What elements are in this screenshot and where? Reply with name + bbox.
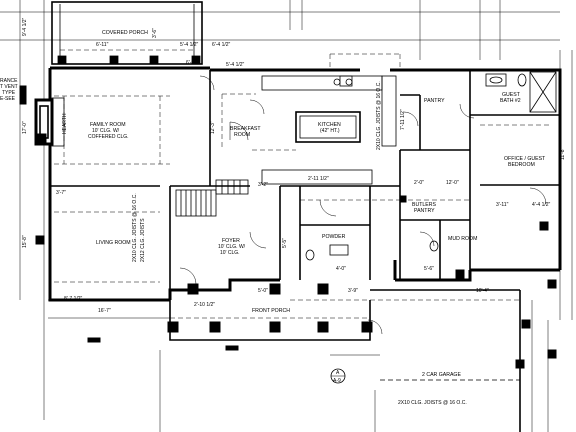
bath-fixtures (305, 71, 557, 261)
dim-5: 17'-0" (22, 121, 28, 134)
covered-porch (51, 1, 203, 65)
label-foyer-note-1: 10' CLG. W/ (218, 244, 246, 250)
dim-14: 3'-9" (348, 288, 358, 294)
dim-22: 3'-2" (258, 182, 268, 188)
section-ref: A (336, 370, 340, 376)
section-marker: A A-9 (330, 368, 346, 384)
label-powder: POWDER (322, 234, 346, 240)
notes: 2X10 CLG. JOISTS @ 16 O.C. 2X10 CLG. JOI… (0, 78, 467, 406)
dim-3: 5'-4 1/2" (180, 42, 199, 48)
label-guest-bath-2: BATH #2 (500, 98, 521, 104)
note-left-2: T VENT (0, 84, 18, 90)
label-family-room: FAMILY ROOM (90, 122, 126, 128)
dim-1: 9'-4 1/2" (22, 17, 28, 36)
dim-15: 10'-4" (476, 288, 489, 294)
dim-12: 2'-10 1/2" (194, 302, 215, 308)
note-left-4: E-SEE (0, 96, 16, 102)
dim-20: 12'-0" (446, 180, 459, 186)
label-garage: 2 CAR GARAGE (422, 372, 461, 378)
room-labels: COVERED PORCH FAMILY ROOM 10' CLG. W/ CO… (62, 30, 546, 378)
dim-11: 8'-7 1/2" (64, 296, 83, 302)
dim-25: 6'-6" (186, 60, 196, 66)
label-breakfast-2: ROOM (234, 132, 250, 138)
label-family-room-note-2: COFFERED CLG. (88, 134, 129, 140)
label-covered-porch: COVERED PORCH (102, 30, 148, 36)
dim-23: 2'-11 1/2" (308, 176, 329, 182)
label-pantry: PANTRY (424, 98, 445, 104)
dim-7: 5'-4 1/2" (226, 62, 245, 68)
dim-8: 3'-7" (56, 190, 66, 196)
note-living-joists: 2X10 CLG. JOISTS @ 16 O.C. (132, 193, 138, 262)
label-office-guest-2: BEDROOM (508, 162, 535, 168)
label-hearth: HEARTH (62, 113, 68, 134)
label-breakfast: BREAKFAST (230, 126, 261, 132)
dim-9: 15'-8" (22, 235, 28, 248)
label-kitchen: KITCHEN (318, 122, 341, 128)
dim-6: 12'-3" (210, 121, 216, 134)
label-kitchen-note: (42" HT.) (320, 128, 340, 134)
dim-13: 5'-0" (258, 288, 268, 294)
front-porch (87, 283, 373, 351)
dim-19: 2'-0" (414, 180, 424, 186)
dim-24: 4'-0" (336, 266, 346, 272)
label-family-room-note-1: 10' CLG. W/ (92, 128, 120, 134)
note-garage-joists: 2X10 CLG. JOISTS @ 16 O.C. (398, 400, 467, 406)
label-foyer-note-2: 10' CLG. (220, 250, 240, 256)
dim-17: 3'-11" (496, 202, 509, 208)
label-foyer: FOYER (222, 238, 240, 244)
dim-16: 11'-8" (560, 147, 566, 160)
label-front-porch: FRONT PORCH (252, 308, 290, 314)
dim-10: 16'-7" (98, 308, 111, 314)
dim-26: 3'-6" (152, 28, 158, 38)
note-left-3: TYPE (2, 90, 16, 96)
kitchen-fixtures (261, 75, 397, 185)
dim-27: 5'-5" (282, 238, 288, 248)
fireplace (34, 97, 65, 147)
label-butlers-pantry-2: PANTRY (414, 208, 435, 214)
note-kitchen-joists: 2X10 CLG. JOISTS @ 16 O.C. (376, 81, 382, 150)
note-left-1: RANCE (0, 78, 18, 84)
stairs (175, 179, 249, 217)
label-living-room: LIVING ROOM (96, 240, 131, 246)
garage-outline (19, 85, 557, 432)
interior-walls (50, 70, 560, 300)
label-office-guest: OFFICE / GUEST (504, 156, 546, 162)
dashed-lines (54, 53, 550, 319)
dimension-texts: 9'-4 1/2" 6'-11" 5'-4 1/2" 6'-4 1/2" 17'… (22, 17, 566, 314)
dim-21: 5'-6" (424, 266, 434, 272)
dim-28: 7'-11 1/2" (400, 109, 406, 130)
dim-4: 6'-4 1/2" (212, 42, 231, 48)
label-guest-bath: GUEST (502, 92, 521, 98)
label-mud-room: MUD ROOM (448, 236, 477, 242)
section-sheet: A-9 (333, 378, 341, 384)
label-butlers-pantry: BUTLERS (412, 202, 436, 208)
dim-2: 6'-11" (96, 42, 109, 48)
note-living-joists-2: 2X12 CLG. JOISTS (140, 218, 146, 262)
dim-18: 4'-4 1/2" (532, 202, 551, 208)
door-swings (179, 75, 547, 335)
